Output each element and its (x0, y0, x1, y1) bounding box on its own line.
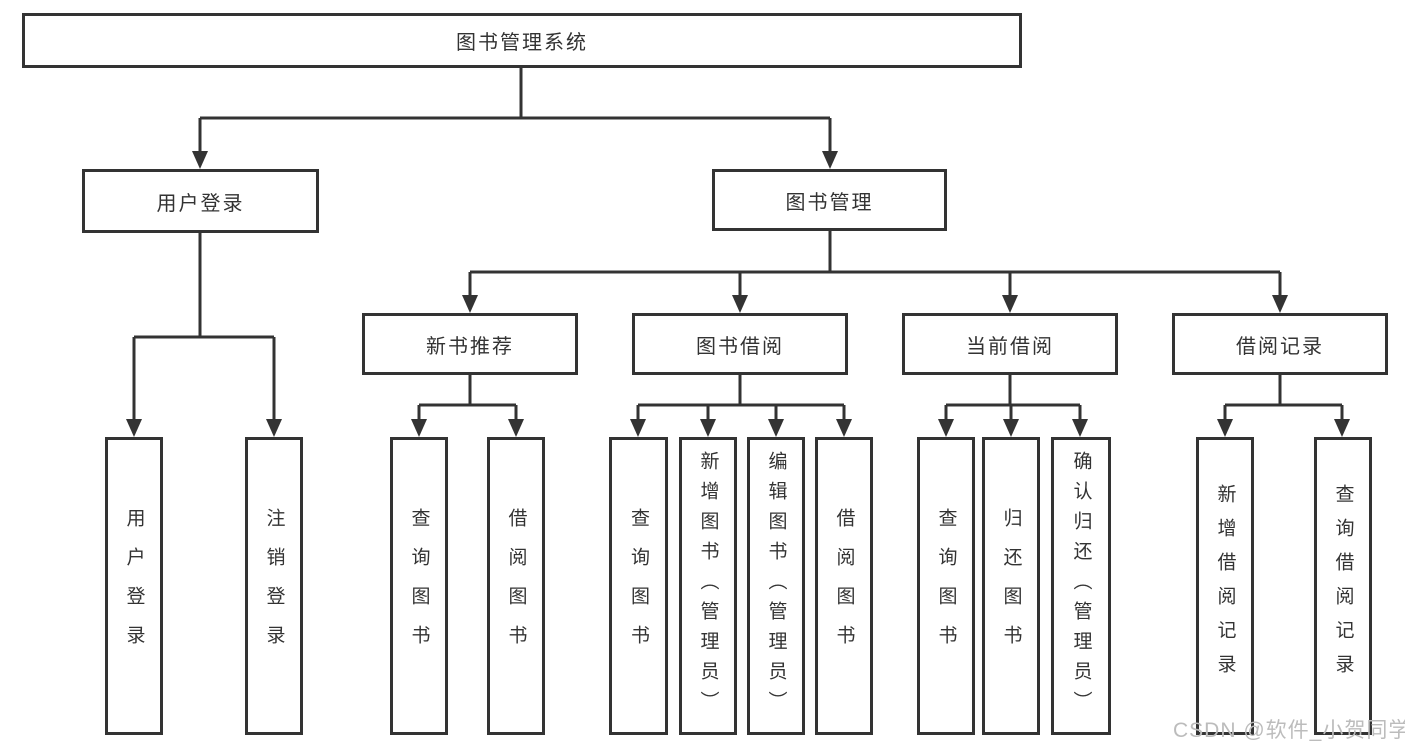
leaf-logout-label: 注销登录 (263, 508, 285, 664)
node-current-borrow: 当前借阅 (902, 313, 1118, 375)
leaf-query-books-1-label: 查询图书 (408, 508, 430, 664)
leaf-query-borrow-record: 查询借阅记录 (1314, 437, 1372, 735)
leaf-edit-book-admin: 编辑图书（管理员） (747, 437, 805, 735)
node-root-label: 图书管理系统 (456, 32, 588, 54)
leaf-borrow-books-1-label: 借阅图书 (505, 508, 527, 664)
leaf-borrow-books-2: 借阅图书 (815, 437, 873, 735)
leaf-add-book-admin: 新增图书（管理员） (679, 437, 737, 735)
leaf-borrow-books-1: 借阅图书 (487, 437, 545, 735)
connector-bookmgmt-to-level3 (468, 231, 1282, 297)
node-user-login-label: 用户登录 (156, 192, 245, 215)
leaf-confirm-return-admin-label: 确认归还（管理员） (1070, 451, 1092, 721)
leaf-query-books-1: 查询图书 (390, 437, 448, 735)
leaf-add-borrow-record-label: 新增借阅记录 (1214, 484, 1236, 688)
node-current-borrow-label: 当前借阅 (966, 335, 1054, 358)
leaf-logout: 注销登录 (245, 437, 303, 735)
node-borrow-records-label: 借阅记录 (1236, 335, 1324, 358)
connector-newbook-group (417, 375, 518, 421)
leaf-return-book-label: 归还图书 (1000, 508, 1022, 664)
arrowheads (126, 151, 1350, 437)
watermark: CSDN @软件_小贺同学 (1173, 719, 1405, 742)
node-book-management-label: 图书管理 (785, 191, 874, 214)
node-book-management: 图书管理 (712, 169, 947, 231)
leaf-add-borrow-record: 新增借阅记录 (1196, 437, 1254, 735)
connector-bookborrow-group (636, 375, 846, 421)
connector-borrowrecord-group (1223, 375, 1344, 421)
node-user-login: 用户登录 (82, 169, 319, 233)
node-new-book-recommend: 新书推荐 (362, 313, 578, 375)
leaf-edit-book-admin-label: 编辑图书（管理员） (765, 451, 787, 721)
leaf-query-books-2-label: 查询图书 (628, 508, 649, 664)
leaf-add-book-admin-label: 新增图书（管理员） (697, 451, 719, 721)
node-borrow-records: 借阅记录 (1172, 313, 1388, 375)
leaf-return-book: 归还图书 (982, 437, 1040, 735)
leaf-query-borrow-record-label: 查询借阅记录 (1332, 484, 1354, 688)
leaf-query-books-2: 查询图书 (609, 437, 668, 735)
connector-userlogin-to-leaves (132, 233, 276, 421)
leaf-user-login-label: 用户登录 (123, 508, 145, 664)
node-root: 图书管理系统 (22, 13, 1022, 68)
node-book-borrow-label: 图书借阅 (696, 335, 784, 358)
leaf-confirm-return-admin: 确认归还（管理员） (1051, 437, 1111, 735)
leaf-query-books-3: 查询图书 (917, 437, 975, 735)
leaf-borrow-books-2-label: 借阅图书 (833, 508, 855, 664)
connector-root-to-level2 (198, 68, 832, 153)
node-book-borrow: 图书借阅 (632, 313, 848, 375)
connector-currentborrow-group (944, 375, 1082, 421)
leaf-query-books-3-label: 查询图书 (935, 508, 957, 664)
leaf-user-login: 用户登录 (105, 437, 163, 735)
node-new-book-recommend-label: 新书推荐 (426, 335, 514, 358)
